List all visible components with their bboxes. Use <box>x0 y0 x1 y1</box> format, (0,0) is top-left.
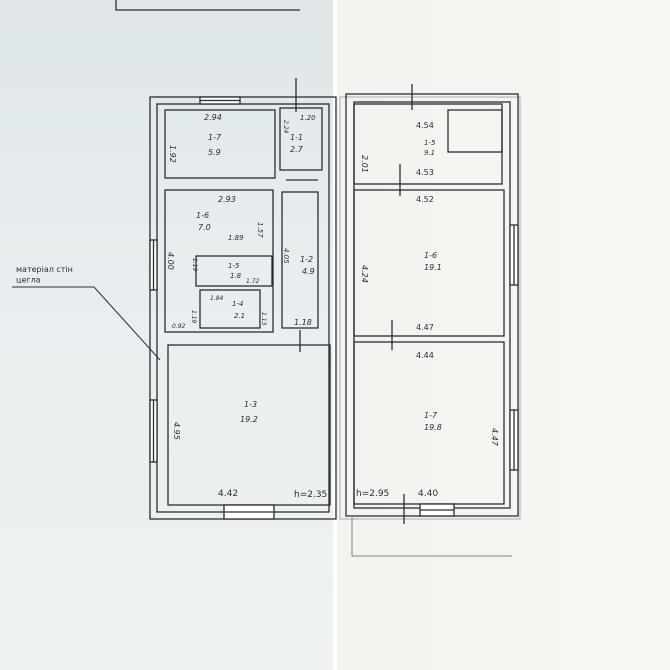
right-height-label: h=2.95 <box>356 489 389 499</box>
dim-1-19-a: 1.19 <box>191 258 198 272</box>
room-1-7-id: 1-7 <box>208 133 222 142</box>
room-1-5-closet <box>447 109 503 153</box>
dim-4-05: 4.05 <box>282 248 290 264</box>
room-1-6-id-right: 1-6 <box>424 251 437 260</box>
room-1-6-id: 1-6 <box>196 211 209 220</box>
room-1-6-right <box>353 189 505 337</box>
room-1-6-area: 7.0 <box>198 223 211 232</box>
left-paper-edge <box>115 0 300 11</box>
room-1-1-area: 2.7 <box>290 145 304 154</box>
room-1-3-id: 1-3 <box>244 400 257 409</box>
dim-1-18: 1.18 <box>294 318 312 327</box>
dim-2-93: 2.93 <box>218 195 236 204</box>
dim-4-40: 4.40 <box>418 489 438 499</box>
room-1-7-area: 5.9 <box>208 148 221 157</box>
dim-4-47-a: 4.47 <box>416 323 434 332</box>
dim-4-42: 4.42 <box>218 489 238 499</box>
dim-1-20: 1.20 <box>300 114 316 122</box>
room-1-4-id: 1-4 <box>232 300 243 308</box>
dim-0-92: 0.92 <box>172 323 186 330</box>
left-inner-wall <box>156 103 330 513</box>
room-1-5-id-right: 1-5 <box>424 139 436 147</box>
room-1-7-left <box>164 109 276 179</box>
room-1-6-area-right: 19.1 <box>424 263 442 272</box>
right-inner-wall <box>353 101 511 509</box>
dim-1-13: 1.13 <box>260 312 267 326</box>
dim-4-47-b: 4.47 <box>490 428 499 447</box>
room-1-4-left <box>199 289 261 329</box>
right-paper-frame <box>339 96 521 520</box>
photo-divider <box>333 0 337 670</box>
room-1-5-area-right: 9.1 <box>424 149 435 157</box>
room-1-1-left <box>279 107 323 171</box>
room-1-3-area: 19.2 <box>240 415 258 424</box>
dim-2-24: 2.24 <box>282 120 289 134</box>
dim-4-44: 4.44 <box>416 351 434 360</box>
dim-1-19-b: 1.19 <box>190 310 197 324</box>
room-1-3-left <box>167 344 331 506</box>
room-1-5-area: 1.8 <box>230 272 242 280</box>
left-plan-photo <box>0 0 333 670</box>
room-1-7-id-right: 1-7 <box>424 411 438 420</box>
room-1-1-id: 1-1 <box>290 133 303 142</box>
wall-material-leader <box>93 286 161 361</box>
dim-4-53: 4.53 <box>416 168 434 177</box>
dim-4-54: 4.54 <box>416 121 434 130</box>
dim-1-89: 1.89 <box>228 234 244 242</box>
dim-4-95: 4.95 <box>172 422 181 440</box>
room-1-2-id: 1-2 <box>300 255 313 264</box>
room-1-5-id: 1-5 <box>228 262 240 270</box>
room-1-7-area-right: 19.8 <box>424 423 442 432</box>
dim-1-57: 1.57 <box>256 222 264 238</box>
dim-1-84: 1.84 <box>210 295 224 302</box>
room-1-4-area: 2.1 <box>234 312 245 320</box>
dim-1-72-a: 1.72 <box>246 278 260 285</box>
room-1-5-left <box>195 255 273 287</box>
dim-2-94: 2.94 <box>204 113 222 122</box>
room-1-2-area: 4.9 <box>302 267 315 276</box>
dim-4-00: 4.00 <box>166 252 175 270</box>
dim-4-52: 4.52 <box>416 195 434 204</box>
room-1-6-left <box>164 189 274 333</box>
right-outer-wall <box>345 93 519 517</box>
dim-4-24: 4.24 <box>360 265 369 283</box>
dim-1-92: 1.92 <box>168 145 177 163</box>
dim-2-01: 2.01 <box>360 155 369 173</box>
room-1-2-left <box>281 191 319 329</box>
left-height-label: h=2.35 <box>294 490 327 500</box>
